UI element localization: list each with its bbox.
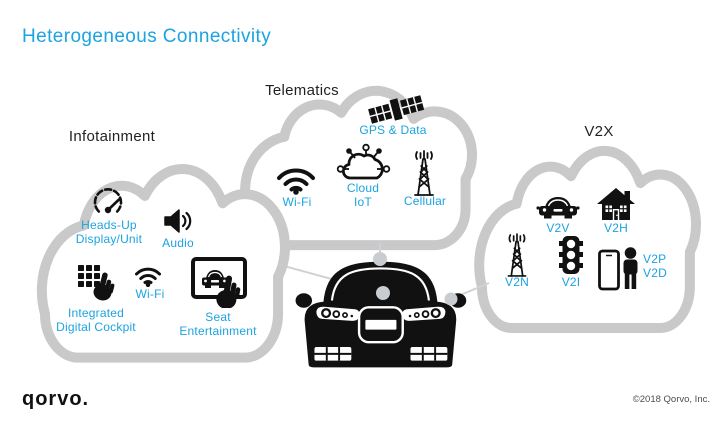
qorvo-logo: qorvo. — [22, 388, 90, 410]
traffic-light-icon — [559, 236, 583, 274]
v2x-cloud-shape — [479, 151, 696, 328]
label-cloud-iot: Cloud IoT — [346, 181, 380, 209]
label-seat-entertainment: Seat Entertainment — [179, 310, 257, 338]
label-v2i: V2I — [561, 275, 581, 289]
copyright-text: ©2018 Qorvo, Inc. — [632, 394, 710, 405]
label-v2v: V2V — [546, 221, 570, 235]
wifi-icon — [277, 168, 315, 195]
label-cellular: Cellular — [403, 194, 447, 208]
label-v2p-v2d: V2P V2D — [643, 252, 667, 280]
infotainment-cloud-shape — [42, 169, 285, 358]
cloud-iot-icon — [336, 143, 391, 180]
connection-dot — [373, 252, 387, 266]
connection-dot — [376, 286, 390, 300]
label-wifi-telematics: Wi-Fi — [282, 195, 312, 209]
car-illustration — [295, 261, 467, 368]
page-title: Heterogeneous Connectivity — [22, 26, 272, 47]
wifi-icon — [135, 267, 161, 287]
tablet-touch-icon — [191, 257, 247, 308]
speaker-icon — [164, 209, 192, 233]
keypad-touch-icon — [78, 265, 115, 301]
label-audio: Audio — [162, 236, 194, 250]
label-integrated-digital-cockpit: Integrated Digital Cockpit — [56, 306, 136, 334]
car-icon — [536, 197, 580, 219]
v2x-cloud-title: V2X — [584, 123, 614, 140]
speedometer-icon — [93, 188, 123, 214]
label-v2n: V2N — [505, 275, 529, 289]
cell-tower-icon — [507, 233, 527, 277]
label-v2h: V2H — [604, 221, 628, 235]
infotainment-cloud-title: Infotainment — [68, 128, 156, 145]
phone-person-icon — [598, 247, 638, 291]
connection-dot — [444, 292, 458, 306]
label-gps-data: GPS & Data — [359, 123, 427, 137]
connection-dots — [373, 252, 458, 306]
label-heads-up-display: Heads-Up Display/Unit — [75, 218, 143, 246]
label-wifi-infotainment: Wi-Fi — [135, 287, 165, 301]
satellite-icon — [368, 95, 425, 124]
house-icon — [597, 188, 635, 220]
telematics-cloud-title: Telematics — [265, 82, 339, 99]
cell-tower-icon — [414, 150, 434, 196]
